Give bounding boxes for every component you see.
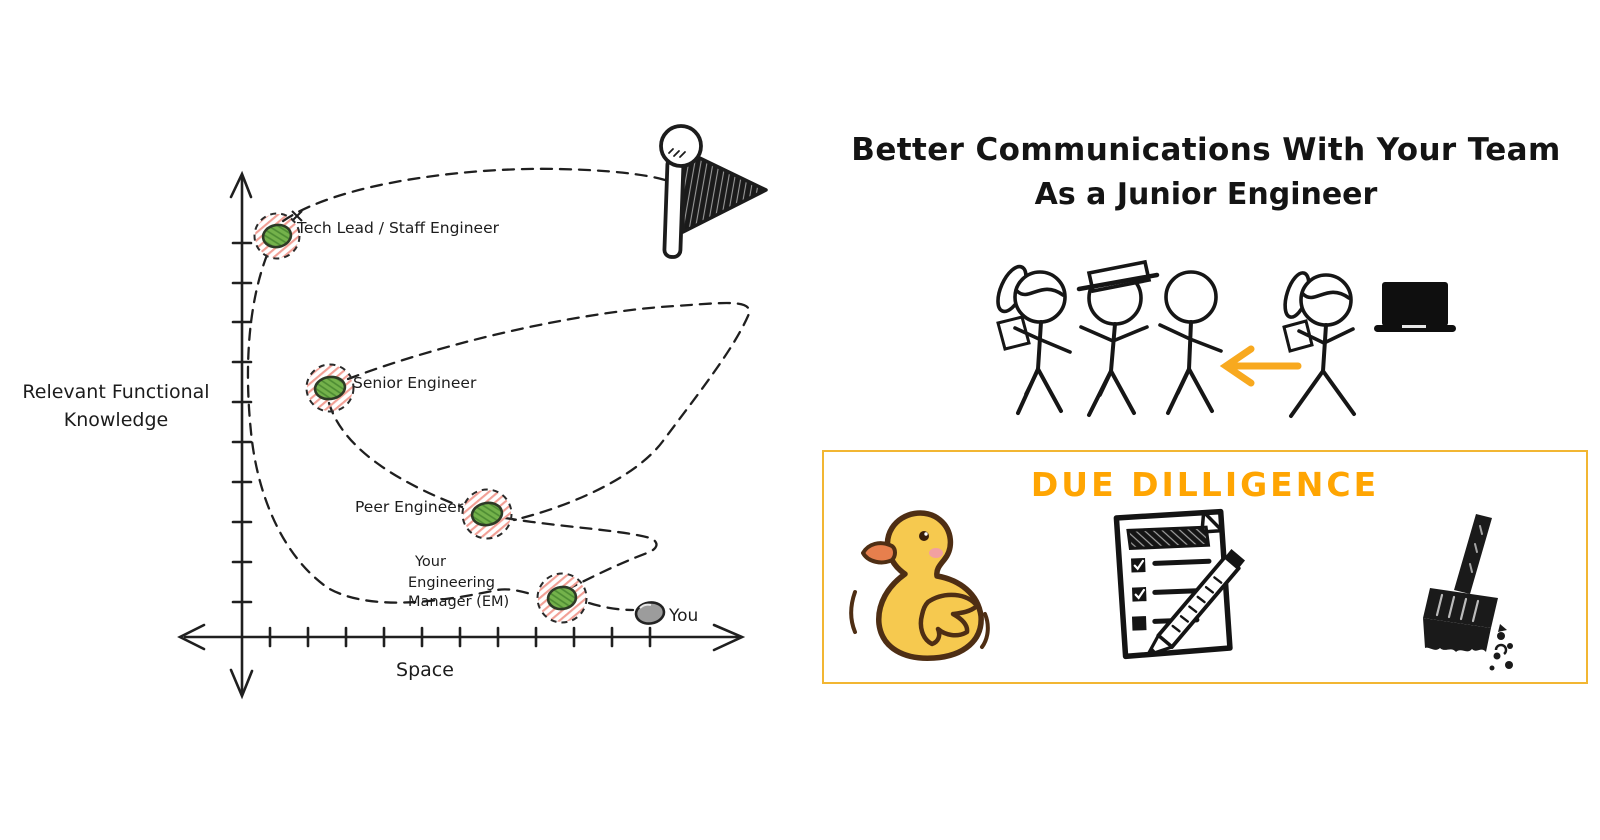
- axes: [177, 170, 746, 700]
- point-peer-engineer: [461, 488, 513, 540]
- laptop-icon: [1374, 282, 1456, 332]
- y-axis-arrow-down-icon: [229, 668, 254, 700]
- broom-icon: [1423, 514, 1513, 671]
- x-axis-arrow-right-icon: [712, 623, 746, 652]
- label-senior-engineer: Senior Engineer: [353, 374, 477, 392]
- career-path-chart: Relevant Functional Knowledge Space Tech…: [22, 124, 768, 700]
- y-axis-label-line1: Relevant Functional: [22, 381, 209, 403]
- label-em-line2: Engineering: [408, 575, 495, 591]
- stick-figure-ponytail-2-icon: [1282, 271, 1356, 418]
- path-techlead-to-flag: [281, 167, 667, 223]
- arrow-left-icon: [1219, 345, 1302, 387]
- duck-cheek: [929, 548, 943, 558]
- label-peer-engineer: Peer Engineer: [355, 498, 464, 516]
- label-em-line3: Manager (EM): [408, 594, 509, 610]
- path-big-loop: [346, 301, 751, 522]
- pencil: [1146, 549, 1246, 657]
- point-engineering-manager: [536, 572, 588, 624]
- duck-eye: [919, 531, 929, 541]
- label-tech-lead: Tech Lead / Staff Engineer: [296, 219, 500, 237]
- label-em-line1: Your: [414, 554, 446, 570]
- checklist-icon: [1113, 508, 1246, 660]
- y-axis-arrow-up-icon: [229, 170, 253, 199]
- career-dashed-path: [246, 167, 751, 612]
- path-peer-hairpin-em: [503, 516, 658, 590]
- y-axis-label-line2: Knowledge: [64, 409, 168, 431]
- path-senior-to-peer: [327, 401, 464, 509]
- due-diligence-heading: DUE DILLIGENCE: [1030, 465, 1380, 504]
- team-figures-illustration: [996, 259, 1456, 418]
- point-tech-lead: [253, 212, 301, 260]
- path-left-sweep: [246, 253, 536, 604]
- due-diligence-box: DUE DILLIGENCE: [822, 450, 1588, 684]
- label-you: You: [668, 606, 698, 626]
- rubber-duck-icon: [849, 510, 990, 661]
- duck-beak: [861, 541, 897, 565]
- stick-figure-hat-icon: [1076, 259, 1160, 417]
- stick-figure-ponytail-1-icon: [996, 264, 1072, 415]
- path-cross-mark: [291, 210, 303, 222]
- x-axis-arrow-left-icon: [177, 623, 206, 651]
- point-you: [634, 601, 666, 625]
- x-axis-label: Space: [396, 659, 454, 681]
- title-line-2: As a Junior Engineer: [1034, 177, 1378, 212]
- x-axis-ticks: [268, 626, 652, 648]
- y-axis-ticks: [231, 241, 253, 604]
- main-title: Better Communications With Your Team As …: [820, 132, 1592, 212]
- point-senior-engineer: [305, 363, 355, 413]
- finish-flag-icon: [659, 124, 768, 259]
- path-em-to-you: [587, 601, 635, 612]
- dust-specks: [1489, 624, 1513, 671]
- duck-wing: [918, 592, 980, 647]
- title-line-1: Better Communications With Your Team: [851, 132, 1561, 168]
- stick-figure-plain-icon: [1158, 270, 1223, 415]
